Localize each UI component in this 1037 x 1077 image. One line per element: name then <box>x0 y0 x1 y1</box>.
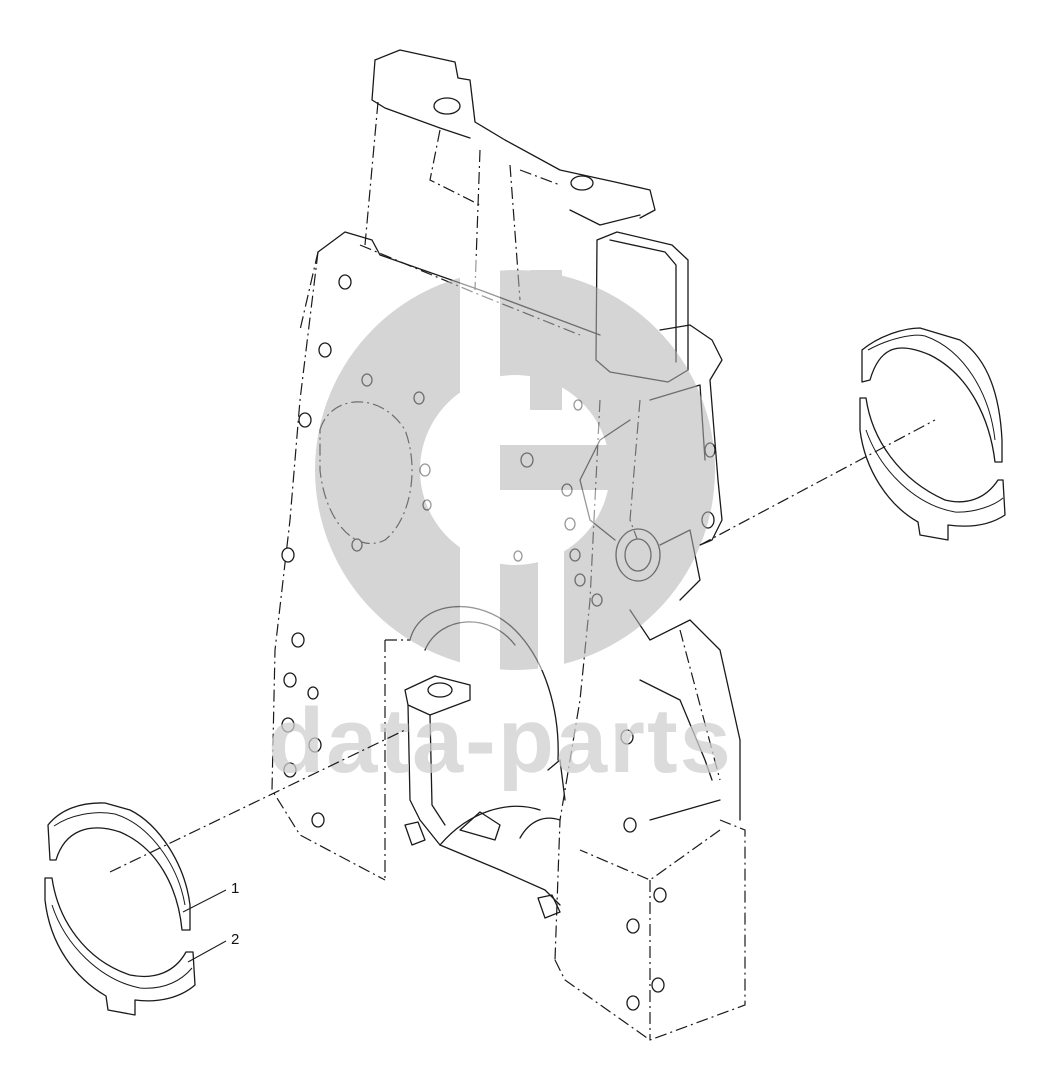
thrust-washer-left <box>44 802 196 1016</box>
top-bolt-hole <box>570 175 594 191</box>
watermark-text: data-parts <box>268 690 733 792</box>
watermark: data-parts <box>268 260 733 792</box>
center-line-left <box>109 729 406 873</box>
top-bolt-hole <box>433 97 461 115</box>
callout-2: 2 <box>187 931 239 963</box>
thrust-washer-right <box>859 327 1006 541</box>
callout-2-label: 2 <box>231 931 239 948</box>
callout-1: 1 <box>182 880 239 913</box>
watermark-logo <box>315 260 715 670</box>
callout-1-label: 1 <box>231 880 239 897</box>
center-line-right <box>699 419 936 546</box>
